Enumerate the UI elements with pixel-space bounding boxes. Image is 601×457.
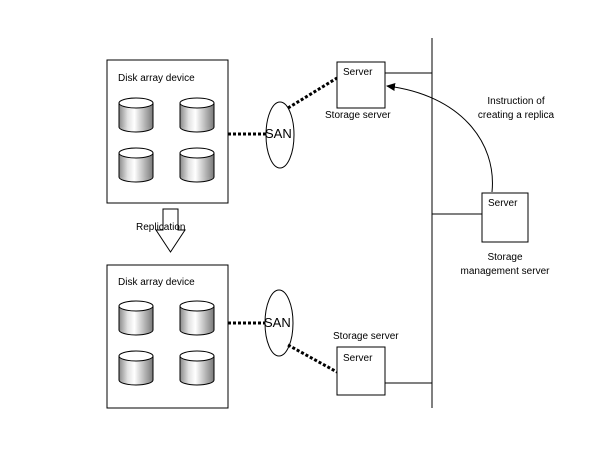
management-server-box	[481, 192, 529, 243]
top-array-title: Disk array device	[118, 73, 195, 84]
server-bottom-box	[336, 346, 386, 396]
server-top-box	[336, 61, 386, 109]
link-top-san-server	[287, 76, 338, 110]
disk-cylinder	[118, 300, 154, 336]
disk-cylinder	[179, 97, 215, 133]
disk-cylinder	[118, 350, 154, 386]
instruction-arrow	[386, 83, 493, 193]
san-top-label: SAN	[265, 126, 292, 141]
replication-arrow	[155, 208, 186, 253]
disk-cylinder	[118, 97, 154, 133]
management-server-box-label: Server	[488, 198, 518, 209]
disk-cylinder	[179, 350, 215, 386]
management-server-caption-line1: Storage	[487, 252, 523, 263]
disk-cylinder	[179, 147, 215, 183]
server-bottom-caption: Storage server	[333, 331, 399, 342]
management-server-caption-line2: management server	[460, 266, 550, 277]
san-bottom-label: SAN	[264, 315, 291, 330]
server-top-box-label: Server	[343, 67, 373, 78]
disk-cylinder	[118, 147, 154, 183]
instruction-label-line2: creating a replica	[477, 110, 555, 121]
instruction-label-line1: Instruction of	[487, 96, 545, 107]
server-top-caption: Storage server	[325, 110, 391, 121]
bottom-array-title: Disk array device	[118, 277, 195, 288]
disk-cylinder	[179, 300, 215, 336]
server-bottom-box-label: Server	[343, 353, 373, 364]
replication-label: Replication	[136, 222, 186, 233]
link-bottom-san-server	[287, 343, 338, 374]
